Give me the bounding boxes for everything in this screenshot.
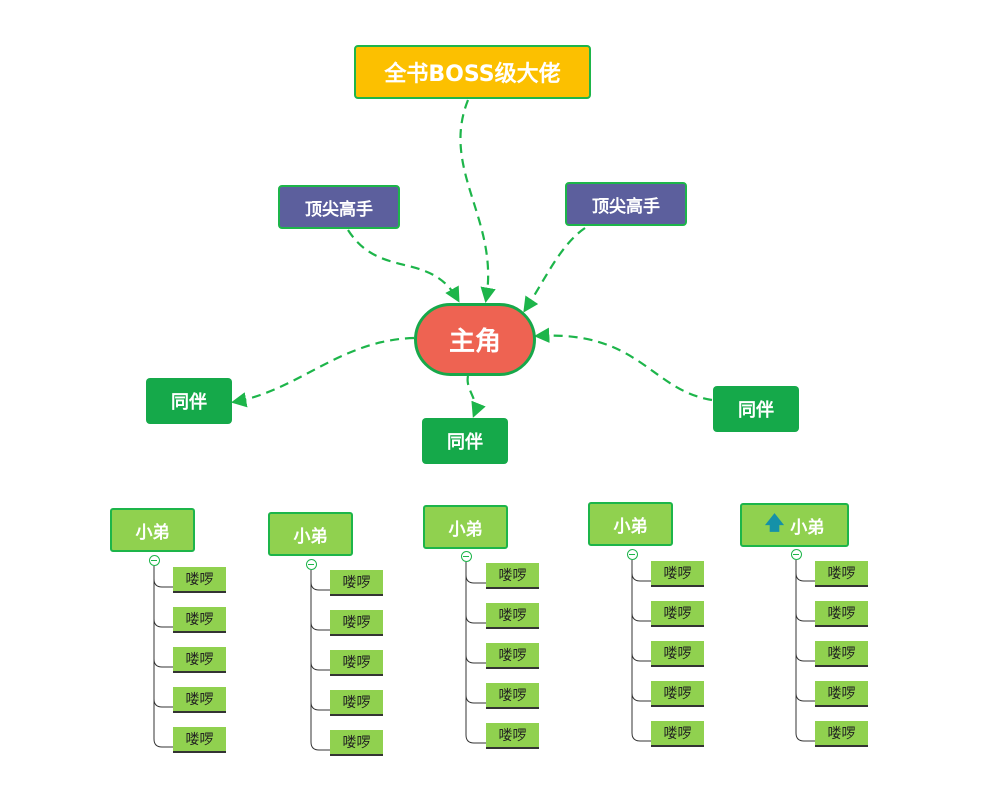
brother-label: 小弟 <box>293 526 328 547</box>
minion-leaf-node[interactable]: 喽啰 <box>173 727 226 753</box>
top-expert-node-left[interactable]: 顶尖高手 <box>278 185 400 229</box>
minion-leaf-node[interactable]: 喽啰 <box>651 681 704 707</box>
minus-icon <box>793 553 799 555</box>
tree-branch-line <box>153 566 173 748</box>
brother-label: 小弟 <box>790 517 825 538</box>
minion-leaf-node[interactable]: 喽啰 <box>486 643 539 669</box>
minion-leaf-node[interactable]: 喽啰 <box>815 601 868 627</box>
tree-branch-line <box>310 570 330 711</box>
brother-label: 小弟 <box>448 519 483 540</box>
minion-leaf-node[interactable]: 喽啰 <box>815 681 868 707</box>
minus-icon <box>151 559 157 561</box>
tree-branch-line <box>310 570 330 671</box>
tree-branch-line <box>465 562 486 584</box>
minion-leaf-node[interactable]: 喽啰 <box>173 607 226 633</box>
minion-leaf-node[interactable]: 喽啰 <box>486 563 539 589</box>
brother-node[interactable]: 🡅 小弟 <box>740 503 849 547</box>
brother-node[interactable]: 小弟 <box>423 505 508 549</box>
minus-icon <box>463 555 469 557</box>
minion-leaf-node[interactable]: 喽啰 <box>815 641 868 667</box>
companion-node-left[interactable]: 同伴 <box>146 378 232 424</box>
minion-leaf-node[interactable]: 喽啰 <box>486 723 539 749</box>
brother-node[interactable]: 小弟 <box>588 502 673 546</box>
tree-branch-line <box>465 562 486 744</box>
minion-leaf-node[interactable]: 喽啰 <box>486 603 539 629</box>
minion-leaf-node[interactable]: 喽啰 <box>815 561 868 587</box>
tree-branch-line <box>631 560 651 662</box>
tree-branch-line <box>795 560 815 582</box>
tree-branch-line <box>795 560 815 622</box>
minion-leaf-node[interactable]: 喽啰 <box>330 690 383 716</box>
collapse-toggle-button[interactable] <box>626 548 638 560</box>
collapse-toggle-button[interactable] <box>148 554 160 566</box>
minus-icon <box>308 563 314 565</box>
minion-leaf-node[interactable]: 喽啰 <box>330 650 383 676</box>
tree-branch-line <box>153 566 173 668</box>
brother-node[interactable]: 小弟 <box>268 512 353 556</box>
minus-icon <box>629 553 635 555</box>
boss-node[interactable]: 全书BOSS级大佬 <box>354 45 591 99</box>
minion-leaf-node[interactable]: 喽啰 <box>651 721 704 747</box>
tree-branch-line <box>310 570 330 591</box>
brother-node[interactable]: 小弟 <box>110 508 195 552</box>
minion-leaf-node[interactable]: 喽啰 <box>173 687 226 713</box>
boss-to-protagonist-connector <box>459 99 496 304</box>
minion-leaf-node[interactable]: 喽啰 <box>651 561 704 587</box>
minion-leaf-node[interactable]: 喽啰 <box>173 567 226 593</box>
tree-branch-line <box>310 570 330 631</box>
minion-leaf-node[interactable]: 喽啰 <box>651 601 704 627</box>
tree-branch-line <box>795 560 815 742</box>
collapse-toggle-button[interactable] <box>460 550 472 562</box>
protagonist-to-companion-center-connector <box>466 375 486 418</box>
minion-leaf-node[interactable]: 喽啰 <box>651 641 704 667</box>
tree-branch-line <box>310 570 330 751</box>
minion-leaf-node[interactable]: 喽啰 <box>815 721 868 747</box>
tree-branch-line <box>465 562 486 624</box>
minion-leaf-node[interactable]: 喽啰 <box>330 610 383 636</box>
companion-right-to-protagonist-connector <box>533 327 713 402</box>
protagonist-to-companion-left-connector <box>230 336 415 408</box>
tree-branch-line <box>153 566 173 628</box>
brother-label: 小弟 <box>613 516 648 537</box>
minion-leaf-node[interactable]: 喽啰 <box>330 730 383 756</box>
minion-leaf-node[interactable]: 喽啰 <box>330 570 383 596</box>
tree-branch-line <box>631 560 651 742</box>
tree-branch-line <box>631 560 651 582</box>
collapse-toggle-button[interactable] <box>790 548 802 560</box>
protagonist-node[interactable]: 主角 <box>414 303 536 376</box>
tree-branch-line <box>465 562 486 664</box>
brother-label: 小弟 <box>135 522 170 543</box>
tree-branch-line <box>631 560 651 622</box>
minion-leaf-node[interactable]: 喽啰 <box>486 683 539 709</box>
tree-branch-line <box>795 560 815 662</box>
top-expert-right-connector <box>523 227 586 313</box>
tree-branch-line <box>153 566 173 588</box>
top-expert-left-connector <box>347 229 460 303</box>
companion-node-center[interactable]: 同伴 <box>422 418 508 464</box>
arrow-up-icon: 🡅 <box>764 512 785 534</box>
companion-node-right[interactable]: 同伴 <box>713 386 799 432</box>
top-expert-node-right[interactable]: 顶尖高手 <box>565 182 687 226</box>
collapse-toggle-button[interactable] <box>305 558 317 570</box>
minion-leaf-node[interactable]: 喽啰 <box>173 647 226 673</box>
